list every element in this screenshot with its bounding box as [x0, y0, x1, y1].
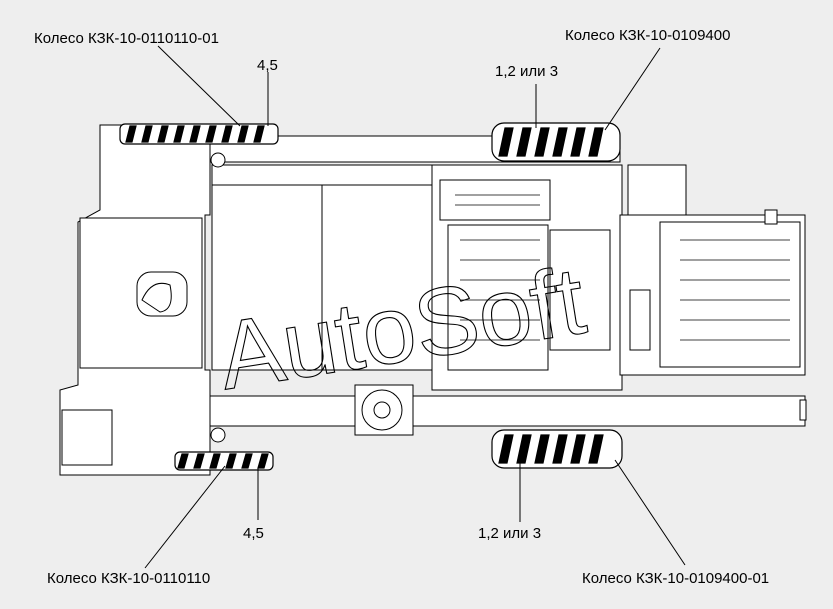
wheel-front-left	[119, 123, 279, 145]
cab-window-inner	[141, 282, 172, 313]
leader-front-left	[157, 45, 241, 127]
label-front-left-position: 4,5	[257, 57, 278, 74]
label-rear-left-wheel: Колесо КЗК-10-0109400	[565, 27, 731, 44]
label-rear-right-position: 1,2 или 3	[478, 525, 542, 542]
label-front-left-wheel: Колесо КЗК-10-0110110-01	[34, 30, 219, 47]
label-rear-left-position: 1,2 или 3	[495, 63, 559, 80]
label-rear-right-wheel: Колесо КЗК-10-0109400-01	[582, 570, 770, 587]
leader-front-right	[144, 465, 226, 569]
cab-window	[136, 271, 188, 317]
label-front-right-position: 4,5	[243, 525, 264, 542]
wheel-rear-left	[491, 122, 621, 162]
frame-bottom-beam	[179, 395, 806, 427]
leader-rear-right	[614, 459, 686, 566]
leader-rear-left	[604, 47, 661, 131]
wheel-front-right	[174, 451, 274, 471]
wheel-rear-right	[491, 429, 623, 469]
label-front-right-wheel: Колесо КЗК-10-0110110	[47, 570, 211, 587]
